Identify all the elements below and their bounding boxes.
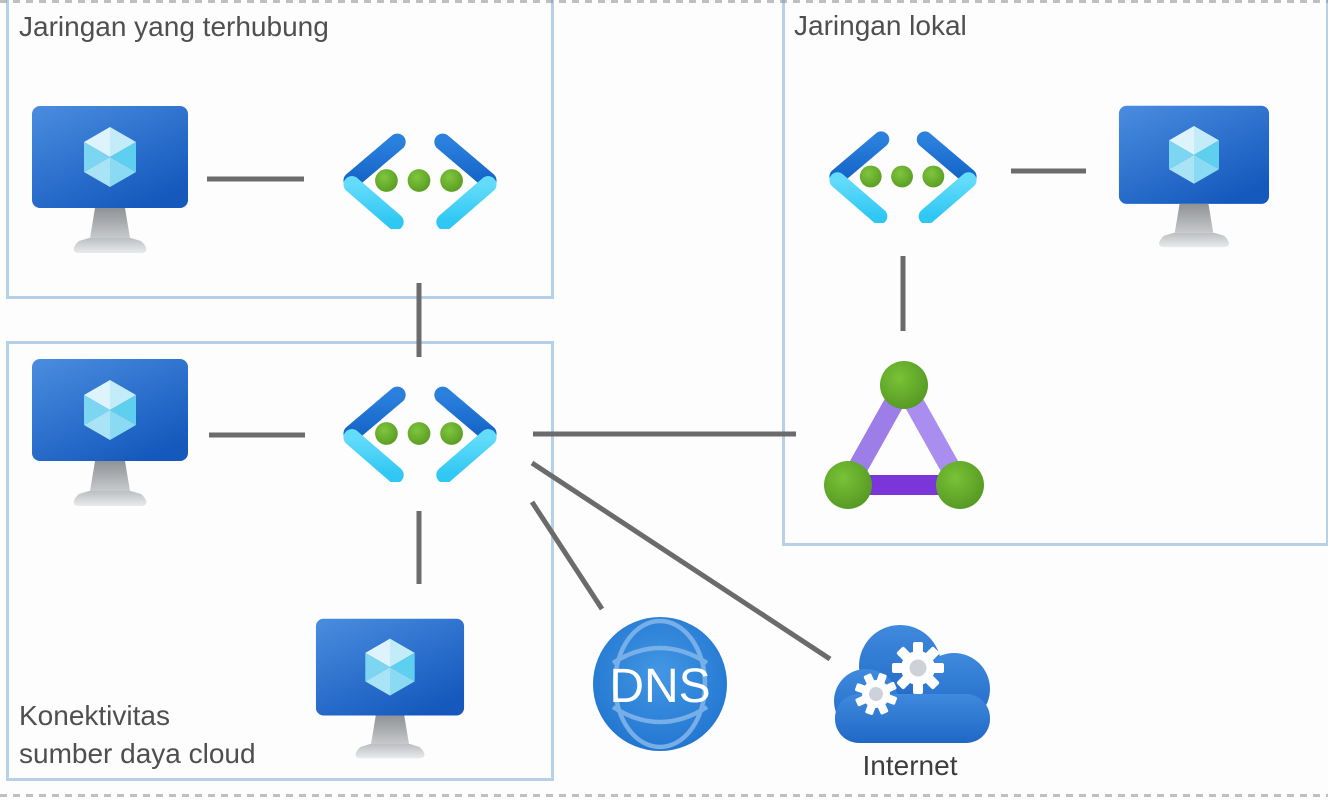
cube-glyph: [84, 127, 136, 187]
connected-network-label: Jaringan yang terhubung: [19, 11, 329, 42]
gear-icon: [892, 642, 944, 694]
dns-text: DNS: [609, 660, 710, 713]
connected-network-box: [6, 0, 554, 299]
cube-glyph: [365, 638, 415, 696]
cloud-connectivity-label: Konektivitas sumber daya cloud: [19, 697, 299, 773]
cropped-top-edge: [0, 0, 1328, 3]
virtual-machine-icon: [32, 359, 188, 506]
cloud-resource-connectivity-box: [6, 341, 554, 781]
virtual-machine-icon: [32, 106, 188, 253]
virtual-network-icon: [343, 386, 497, 482]
local-network-label: Jaringan lokal: [794, 10, 967, 41]
local-network-gateway-icon: [824, 361, 984, 509]
cloud-connectivity-label-line1: Konektivitas: [19, 700, 170, 731]
local-network-box: [782, 0, 1328, 546]
dns-icon: DNS: [593, 617, 727, 751]
virtual-network-icon: [829, 131, 977, 223]
cropped-bottom-edge: [0, 794, 1328, 797]
internet-label: Internet: [862, 750, 958, 781]
globe-lines: [611, 618, 709, 750]
cloud-connectivity-label-line2: sumber daya cloud: [19, 738, 256, 769]
gear-icon: [855, 673, 897, 715]
cube-glyph: [1168, 125, 1220, 184]
virtual-network-icon: [343, 133, 497, 229]
cube-glyph: [84, 380, 136, 440]
virtual-machine-icon: [315, 618, 465, 759]
virtual-machine-icon: [1118, 105, 1270, 248]
connector-vnet2-internet: [530, 460, 832, 662]
internet-cloud-icon: [834, 625, 990, 743]
connector-vnet2-dns: [529, 500, 605, 611]
